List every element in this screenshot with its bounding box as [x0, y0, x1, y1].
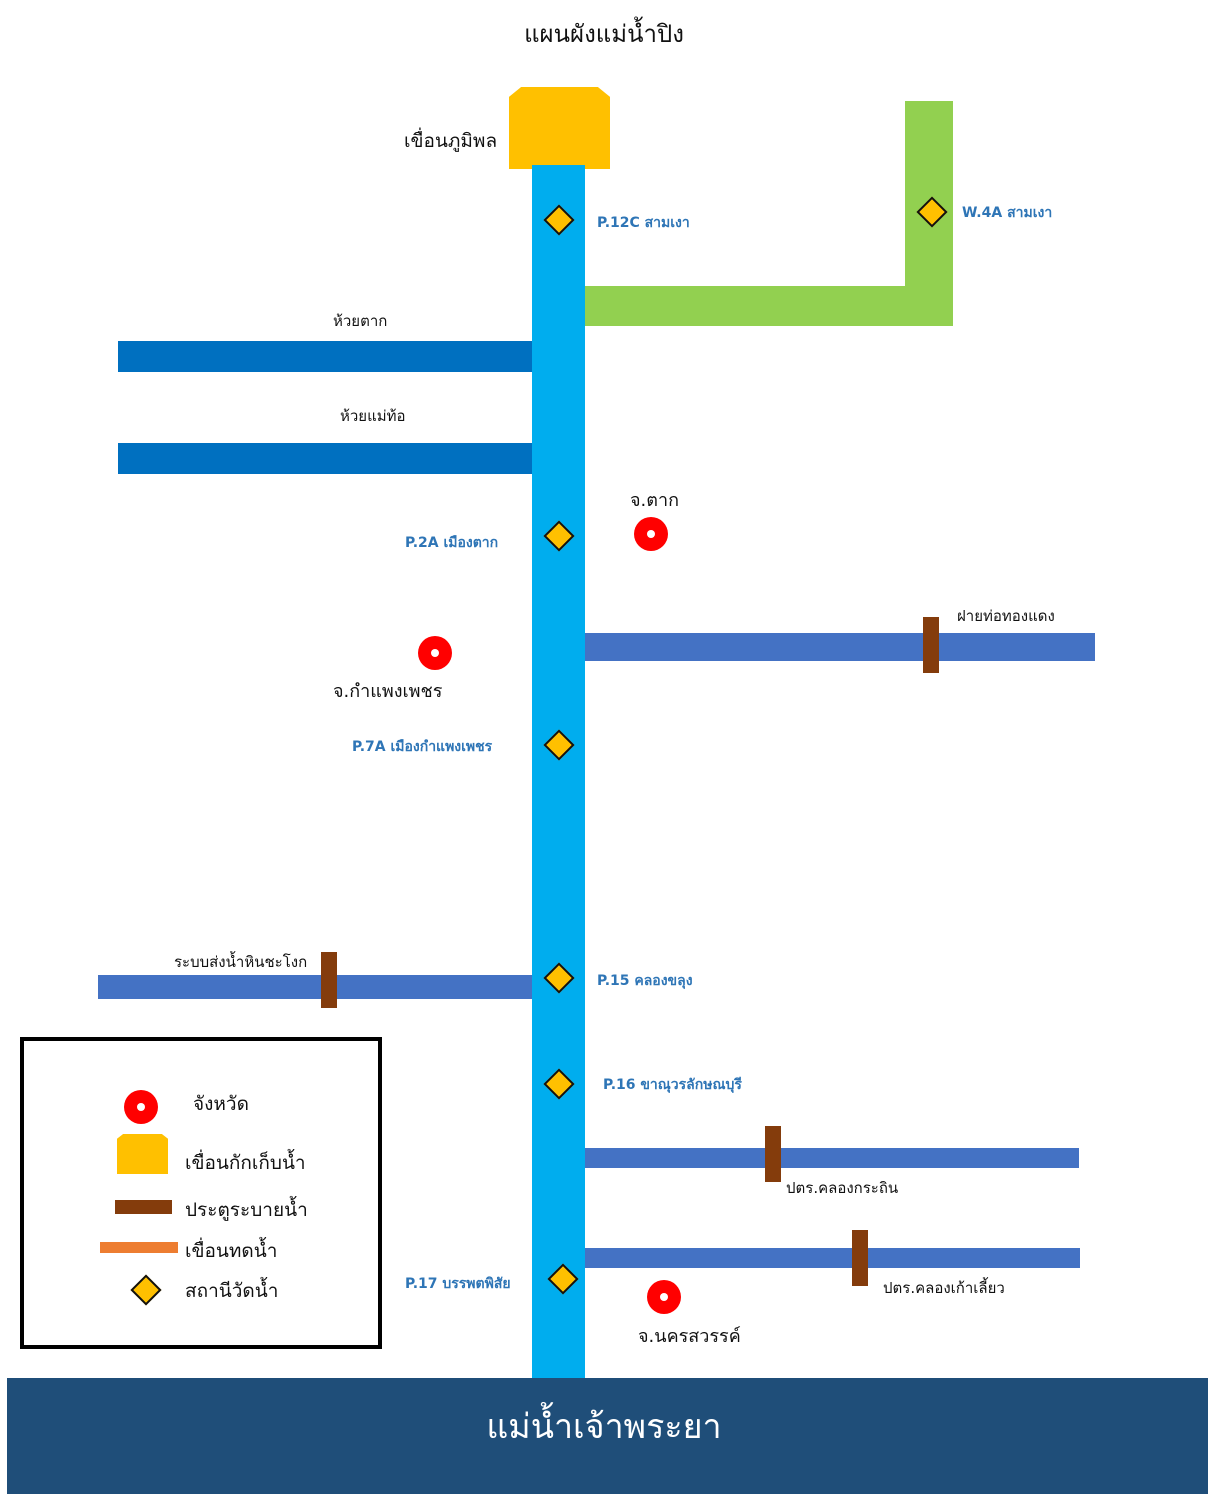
hin-cha-chok-canal [98, 975, 536, 999]
province-tak-label: จ.ตาก [630, 490, 679, 511]
huai-mae-tho-stream [118, 443, 536, 474]
province-tak-marker-icon [634, 517, 668, 551]
legend-province-label: จังหวัด [193, 1093, 249, 1115]
hin-cha-chok-label: ระบบส่งน้ำหินชะโงก [174, 953, 308, 971]
thotongdaeng-gate [923, 617, 939, 673]
station-w4a-label: W.4A สามเงา [962, 205, 1053, 221]
huai-mae-tho-label: ห้วยแม่ท้อ [340, 407, 406, 425]
province-kamphaeng-phet-marker-icon [418, 636, 452, 670]
province-nakhon-sawan-marker-icon [647, 1280, 681, 1314]
station-p7a-label: P.7A เมืองกำแพงเพชร [352, 739, 493, 755]
legend-storage-dam-label: เขื่อนกักเก็บน้ำ [185, 1152, 306, 1174]
page-title: แผนผังแม่น้ำปิง [524, 20, 684, 48]
sam-ngao-branch-horizontal [580, 286, 953, 326]
chao-phraya-river-label: แม่น้ำเจ้าพระยา [486, 1407, 722, 1447]
huai-tak-stream [118, 341, 536, 372]
station-p15-label: P.15 คลองขลุง [597, 973, 693, 989]
station-p17-label: P.17 บรรพตพิสัย [405, 1276, 511, 1292]
station-p2a-label: P.2A เมืองตาก [405, 535, 499, 551]
khlong-krathin-label: ปตร.คลองกระถิน [786, 1179, 899, 1197]
dam-label: เขื่อนภูมิพล [404, 130, 498, 152]
legend-weir-icon [100, 1242, 178, 1253]
station-p12c-label: P.12C สามเงา [597, 215, 690, 231]
legend [20, 1037, 382, 1349]
legend-gauge-station-label: สถานีวัดน้ำ [185, 1280, 279, 1302]
province-kamphaeng-phet-label: จ.กำแพงเพชร [333, 681, 443, 702]
legend-sluice-gate-icon [115, 1200, 172, 1214]
legend-sluice-gate-label: ประตูระบายน้ำ [185, 1199, 308, 1221]
khlong-kao-liao-canal [580, 1248, 1080, 1268]
khlong-kao-liao-label: ปตร.คลองเก้าเลี้ยว [883, 1279, 1005, 1297]
hin-cha-chok-gate [321, 952, 337, 1008]
province-nakhon-sawan-label: จ.นครสวรรค์ [638, 1326, 741, 1347]
huai-tak-label: ห้วยตาก [333, 312, 388, 330]
khlong-krathin-canal [580, 1148, 1079, 1168]
bhumibol-dam-icon [509, 87, 610, 169]
thotongdaeng-canal [580, 633, 1095, 661]
chao-phraya-river-bar [7, 1378, 1208, 1494]
legend-weir-label: เขื่อนทดน้ำ [185, 1240, 278, 1262]
khlong-kao-liao-gate [852, 1230, 868, 1286]
legend-province-icon [124, 1090, 158, 1124]
khlong-krathin-gate [765, 1126, 781, 1182]
station-p16-label: P.16 ขาณุวรลักษณบุรี [603, 1077, 742, 1093]
thotongdaeng-label: ฝายท่อทองแดง [957, 607, 1055, 625]
ping-river-main-channel [532, 165, 585, 1380]
legend-storage-dam-icon [117, 1134, 168, 1174]
